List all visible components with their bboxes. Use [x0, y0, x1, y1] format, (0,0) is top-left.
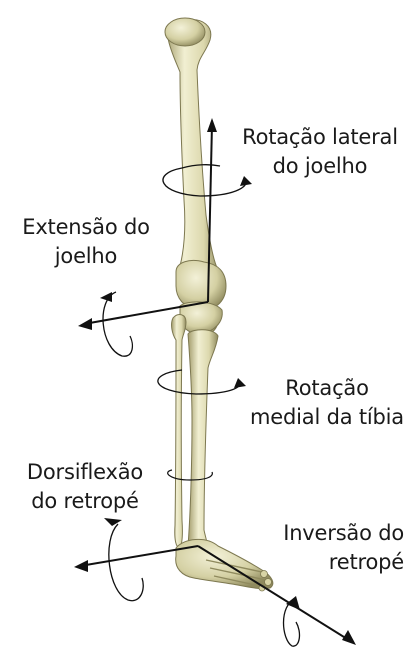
label-tibia-medial-rotation: Rotação medial da tíbia: [246, 374, 408, 432]
label-rearfoot-dorsiflexion-line1: Dorsiflexão: [18, 458, 152, 487]
label-knee-extension: Extensão do joelho: [10, 213, 162, 271]
label-knee-lateral-rotation-line2: do joelho: [232, 152, 408, 181]
label-knee-extension-line1: Extensão do: [10, 213, 162, 242]
label-knee-extension-line2: joelho: [10, 242, 162, 271]
label-rearfoot-dorsiflexion-line2: do retropé: [18, 487, 152, 516]
label-knee-lateral-rotation: Rotação lateral do joelho: [232, 123, 408, 181]
tibia-bone: [188, 330, 218, 554]
label-knee-lateral-rotation-line1: Rotação lateral: [232, 123, 408, 152]
label-tibia-medial-rotation-line2: medial da tíbia: [246, 403, 408, 432]
label-rearfoot-inversion: Inversão do retropé: [270, 519, 404, 577]
label-rearfoot-inversion-line1: Inversão do: [270, 519, 404, 548]
fibula-bone: [172, 315, 186, 548]
label-rearfoot-dorsiflexion: Dorsiflexão do retropé: [18, 458, 152, 516]
label-tibia-medial-rotation-line1: Rotação: [246, 374, 408, 403]
label-rearfoot-inversion-line2: retropé: [270, 548, 404, 577]
femur-bone: [165, 18, 226, 310]
